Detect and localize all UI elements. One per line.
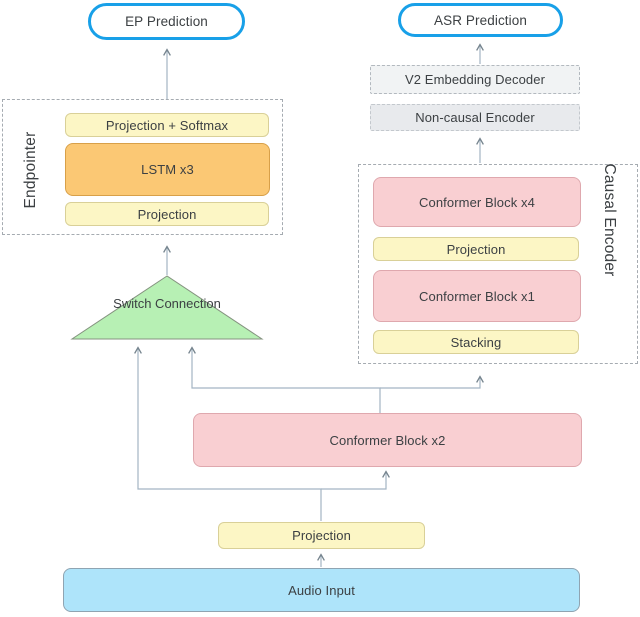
v2-embedding-decoder-node: V2 Embedding Decoder (370, 65, 580, 94)
input-projection-node: Projection (218, 522, 425, 549)
projection-softmax-node: Projection + Softmax (65, 113, 269, 137)
conformer-block-x4-node: Conformer Block x4 (373, 177, 581, 227)
endpointer-group-label: Endpointer (22, 131, 39, 209)
conformer-block-x1-node: Conformer Block x1 (373, 270, 581, 322)
causal-encoder-group (358, 164, 638, 364)
non-causal-encoder-node: Non-causal Encoder (370, 104, 580, 131)
endpointer-group (2, 99, 283, 235)
endpointer-projection-node: Projection (65, 202, 269, 226)
audio-input-node: Audio Input (63, 568, 580, 612)
causal-encoder-group-label: Causal Encoder (601, 163, 618, 277)
lstm-x3-node: LSTM x3 (65, 143, 270, 196)
stacking-node: Stacking (373, 330, 579, 354)
conformer-block-x2-node: Conformer Block x2 (193, 413, 582, 467)
causal-projection-node: Projection (373, 237, 579, 261)
asr-prediction-node: ASR Prediction (398, 3, 563, 37)
ep-prediction-node: EP Prediction (88, 3, 245, 40)
switch-connection-label: Switch Connection (113, 296, 221, 311)
switch-connection-triangle (70, 275, 264, 340)
